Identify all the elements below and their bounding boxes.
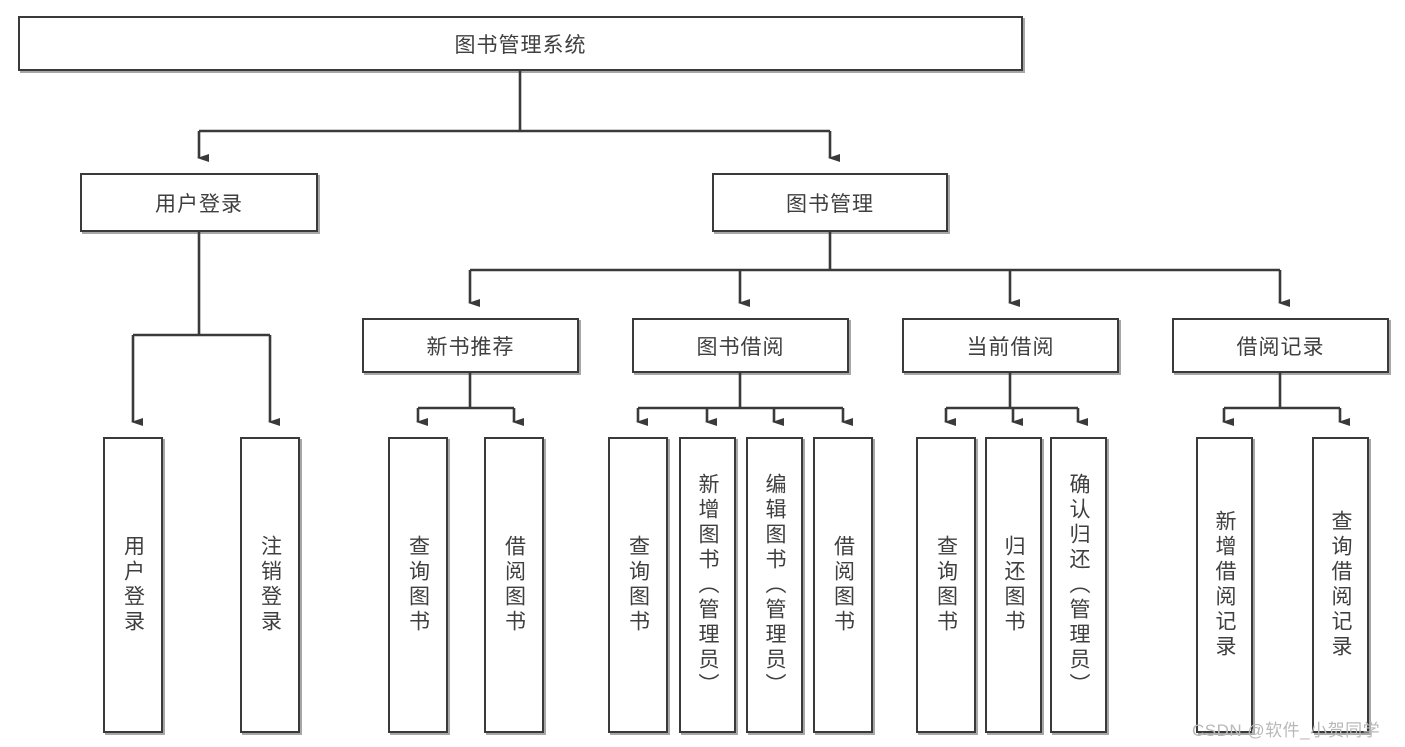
node-leaf-borrow-book-2[interactable]: 借阅图书 [813,437,873,733]
node-leaf-add-record-label: 新增借阅记录 [1213,510,1236,660]
node-leaf-borrow-book-1[interactable]: 借阅图书 [484,437,544,733]
node-user-login[interactable]: 用户登录 [80,173,318,232]
node-leaf-confirm-return-label: 确认归还（管理员） [1067,472,1090,698]
node-leaf-add-record[interactable]: 新增借阅记录 [1196,437,1253,733]
node-current-borrow[interactable]: 当前借阅 [902,318,1119,373]
node-root-label: 图书管理系统 [454,33,587,57]
node-leaf-return-book-label: 归还图书 [1002,535,1025,635]
node-user-login-label: 用户登录 [155,192,243,216]
node-leaf-add-book-label: 新增图书（管理员） [696,472,719,698]
node-leaf-edit-book[interactable]: 编辑图书（管理员） [746,437,803,733]
node-leaf-query-record-label: 查询借阅记录 [1329,510,1352,660]
node-leaf-query-book-2[interactable]: 查询图书 [608,437,668,733]
node-leaf-return-book[interactable]: 归还图书 [985,437,1042,733]
node-book-manage-label: 图书管理 [786,192,874,216]
node-current-borrow-label: 当前借阅 [966,335,1055,359]
node-leaf-confirm-return[interactable]: 确认归还（管理员） [1050,437,1107,733]
node-leaf-add-book[interactable]: 新增图书（管理员） [679,437,736,733]
node-book-borrow-label: 图书借阅 [696,335,785,359]
node-leaf-query-book-2-label: 查询图书 [626,535,650,635]
node-leaf-logout-label: 注销登录 [258,535,282,635]
node-leaf-query-book-1[interactable]: 查询图书 [388,437,448,733]
node-leaf-borrow-book-2-label: 借阅图书 [831,535,855,635]
node-leaf-query-book-3-label: 查询图书 [934,535,958,635]
node-leaf-query-book-1-label: 查询图书 [406,535,430,635]
node-leaf-query-record[interactable]: 查询借阅记录 [1312,437,1369,733]
node-leaf-user-login[interactable]: 用户登录 [103,437,163,733]
node-book-borrow[interactable]: 图书借阅 [632,318,849,373]
node-leaf-edit-book-label: 编辑图书（管理员） [763,472,786,698]
node-new-book-rec[interactable]: 新书推荐 [362,318,579,373]
node-leaf-borrow-book-1-label: 借阅图书 [502,535,526,635]
node-borrow-record[interactable]: 借阅记录 [1172,318,1389,373]
node-borrow-record-label: 借阅记录 [1236,335,1325,359]
node-book-manage[interactable]: 图书管理 [712,173,948,232]
node-leaf-query-book-3[interactable]: 查询图书 [916,437,976,733]
node-new-book-rec-label: 新书推荐 [426,335,515,359]
watermark: CSDN @软件_小贺同学 [1192,721,1381,740]
node-root[interactable]: 图书管理系统 [18,16,1023,71]
node-leaf-logout[interactable]: 注销登录 [240,437,300,733]
node-leaf-user-login-label: 用户登录 [121,535,145,635]
